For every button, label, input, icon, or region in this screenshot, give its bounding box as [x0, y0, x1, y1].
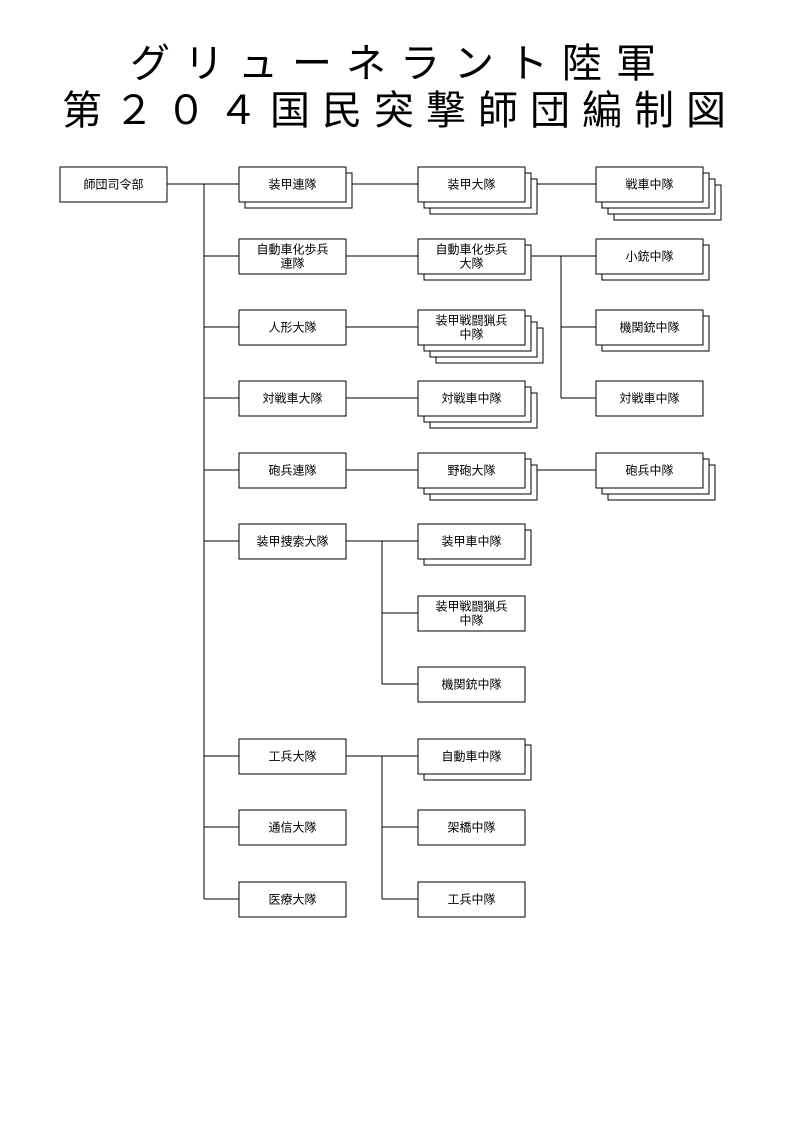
unit-label: 対戦車中隊 — [619, 391, 679, 406]
unit-box-frame — [417, 523, 526, 560]
unit-label: 架橋中隊 — [447, 820, 495, 835]
unit-box-armor-recon-battalion: 装甲捜索大隊 — [238, 523, 347, 560]
unit-box-frame — [417, 666, 526, 703]
unit-box-frame — [417, 309, 526, 346]
unit-label: 工兵大隊 — [268, 749, 316, 764]
unit-box-armored-car-company: 装甲車中隊 — [417, 523, 532, 566]
unit-box-armor-battalion: 装甲大隊 — [417, 166, 538, 215]
unit-box-frame — [417, 738, 526, 775]
unit-box-doll-battalion: 人形大隊 — [238, 309, 347, 346]
unit-box-tank-company: 戦車中隊 — [595, 166, 722, 221]
unit-box-frame — [595, 452, 704, 489]
unit-box-frame — [238, 452, 347, 489]
unit-box-mg-company-1: 機関銃中隊 — [595, 309, 710, 352]
unit-box-engineer-battalion: 工兵大隊 — [238, 738, 347, 775]
unit-label: 砲兵連隊 — [268, 463, 316, 478]
unit-label: 工兵中隊 — [447, 892, 495, 907]
unit-box-frame — [238, 523, 347, 560]
unit-label: 師団司令部 — [83, 177, 143, 192]
unit-label: 自動車化歩兵 — [435, 242, 507, 257]
unit-box-frame — [595, 166, 704, 203]
unit-box-engineer-company: 工兵中隊 — [417, 881, 526, 918]
unit-label: 自動車化歩兵 — [256, 242, 328, 257]
unit-box-medical-battalion: 医療大隊 — [238, 881, 347, 918]
unit-box-armor-regiment: 装甲連隊 — [238, 166, 353, 209]
unit-box-frame — [238, 881, 347, 918]
unit-box-frame — [595, 238, 704, 275]
unit-box-frame — [238, 166, 347, 203]
unit-box-antitank-battalion: 対戦車大隊 — [238, 380, 347, 417]
unit-label: 連隊 — [280, 256, 304, 271]
unit-label: 対戦車大隊 — [262, 391, 322, 406]
unit-box-frame — [595, 309, 704, 346]
unit-box-hq: 師団司令部 — [59, 166, 168, 203]
unit-box-bridging-company: 架橋中隊 — [417, 809, 526, 846]
unit-label: 中隊 — [459, 327, 483, 342]
unit-box-rifle-company: 小銃中隊 — [595, 238, 710, 281]
unit-label: 装甲車中隊 — [441, 534, 501, 549]
unit-box-frame — [417, 238, 526, 275]
unit-boxes: 師団司令部装甲連隊装甲大隊戦車中隊自動車化歩兵連隊自動車化歩兵大隊小銃中隊人形大… — [59, 166, 722, 918]
unit-label: 装甲大隊 — [447, 177, 495, 192]
unit-label: 装甲連隊 — [268, 177, 316, 192]
unit-box-frame — [417, 166, 526, 203]
connector-lines — [167, 183, 596, 900]
unit-label: 装甲捜索大隊 — [256, 534, 328, 549]
unit-label: 大隊 — [459, 256, 483, 271]
unit-box-frame — [238, 738, 347, 775]
unit-label: 戦車中隊 — [625, 177, 673, 192]
unit-box-frame — [417, 881, 526, 918]
unit-box-frame — [238, 309, 347, 346]
unit-label: 機関銃中隊 — [619, 320, 679, 335]
unit-label: 医療大隊 — [268, 892, 316, 907]
unit-label: 人形大隊 — [268, 320, 316, 335]
unit-box-frame — [238, 809, 347, 846]
unit-box-artillery-company: 砲兵中隊 — [595, 452, 716, 501]
unit-label: 装甲戦闘猟兵 — [435, 314, 507, 328]
unit-box-signal-battalion: 通信大隊 — [238, 809, 347, 846]
unit-box-antitank-company-1: 対戦車中隊 — [417, 380, 538, 429]
unit-label: 中隊 — [459, 613, 483, 628]
unit-box-frame — [417, 809, 526, 846]
chart-title-line-1: グリューネラント陸軍 — [130, 41, 670, 87]
unit-box-frame — [59, 166, 168, 203]
unit-label: 機関銃中隊 — [441, 677, 501, 692]
unit-label: 対戦車中隊 — [441, 391, 501, 406]
chart-title-line-2: 第２０４国民突撃師団編制図 — [62, 88, 738, 134]
unit-box-mg-company-2: 機関銃中隊 — [417, 666, 526, 703]
unit-box-field-gun-battalion: 野砲大隊 — [417, 452, 538, 501]
unit-label: 小銃中隊 — [625, 249, 673, 264]
unit-box-artillery-regiment: 砲兵連隊 — [238, 452, 347, 489]
unit-box-frame — [417, 595, 526, 632]
unit-box-frame — [417, 452, 526, 489]
unit-box-frame — [417, 380, 526, 417]
unit-box-frame — [238, 238, 347, 275]
unit-box-motor-company: 自動車中隊 — [417, 738, 532, 781]
unit-box-antitank-company-2: 対戦車中隊 — [595, 380, 704, 417]
unit-label: 自動車中隊 — [441, 749, 501, 764]
unit-label: 通信大隊 — [268, 820, 316, 835]
unit-label: 装甲戦闘猟兵 — [435, 600, 507, 614]
unit-label: 野砲大隊 — [447, 463, 495, 478]
unit-box-frame — [595, 380, 704, 417]
unit-label: 砲兵中隊 — [625, 463, 673, 478]
unit-box-frame — [238, 380, 347, 417]
